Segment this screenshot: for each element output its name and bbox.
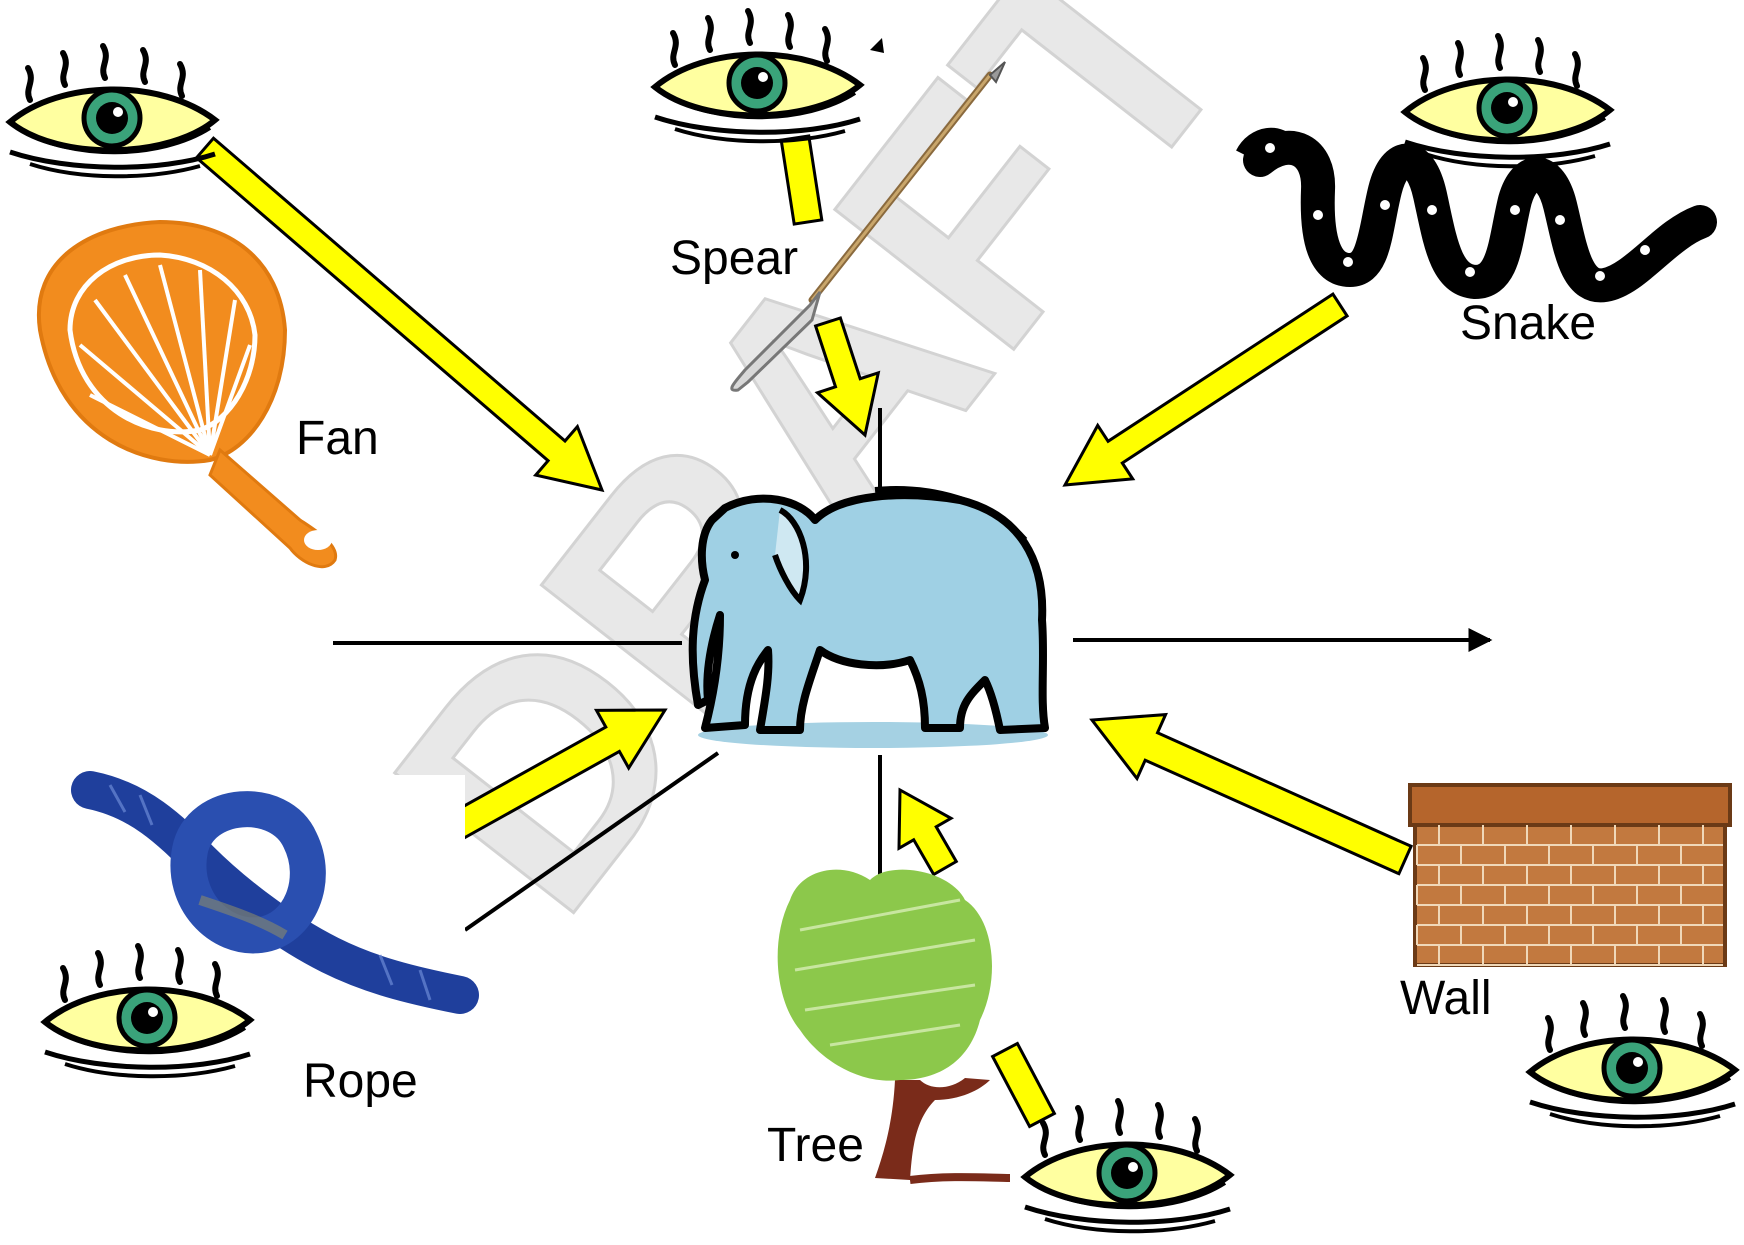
elephant-icon <box>693 489 1048 748</box>
arrow-from-tree <box>899 790 956 875</box>
rope-icon <box>85 775 465 1020</box>
bar-eye-to-tree <box>993 1044 1055 1127</box>
eye-icon-3 <box>1405 36 1610 166</box>
wall-icon <box>1410 785 1730 965</box>
arrow-from-wall <box>1092 715 1411 874</box>
fan-icon <box>39 222 336 567</box>
fan-label: Fan <box>296 415 379 463</box>
snake-label: Snake <box>1460 300 1596 348</box>
rope-label: Rope <box>303 1058 418 1106</box>
eye-icon-1 <box>10 46 215 176</box>
tree-label: Tree <box>767 1122 864 1170</box>
spear-label: Spear <box>670 235 798 283</box>
wall-label: Wall <box>1400 975 1492 1023</box>
eye-icon-6 <box>1530 996 1735 1126</box>
snake-icon <box>1245 138 1700 286</box>
eye-icon-5 <box>1025 1101 1230 1231</box>
